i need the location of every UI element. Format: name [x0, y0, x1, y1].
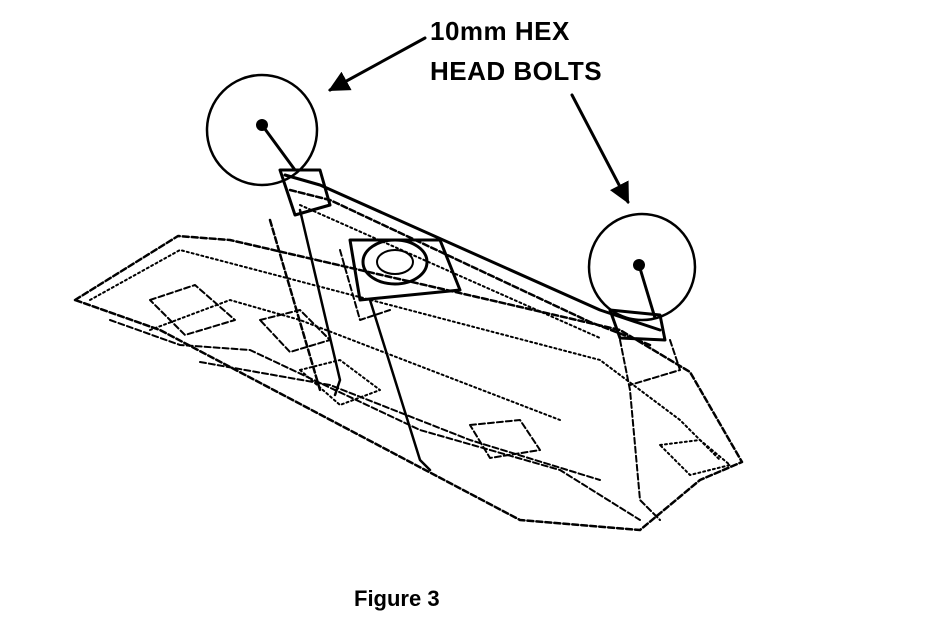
left-bolt-detail-circle [205, 73, 319, 187]
right-mount-bracket [608, 308, 667, 342]
callout-label-line2: HEAD BOLTS [430, 56, 603, 86]
wiper-linkage [268, 173, 681, 521]
left-callout-arrow [328, 36, 427, 92]
callout-label-line1: 10mm HEX [430, 16, 570, 46]
right-callout-arrow [570, 93, 630, 204]
wiper-motor [339, 238, 462, 321]
cowl-panel [73, 234, 744, 532]
figure-caption: Figure 3 [354, 586, 440, 611]
right-bolt-detail-circle [587, 212, 697, 322]
left-hex-bolt [256, 119, 297, 172]
right-hex-bolt [633, 259, 657, 320]
left-mount-bracket [278, 168, 332, 217]
